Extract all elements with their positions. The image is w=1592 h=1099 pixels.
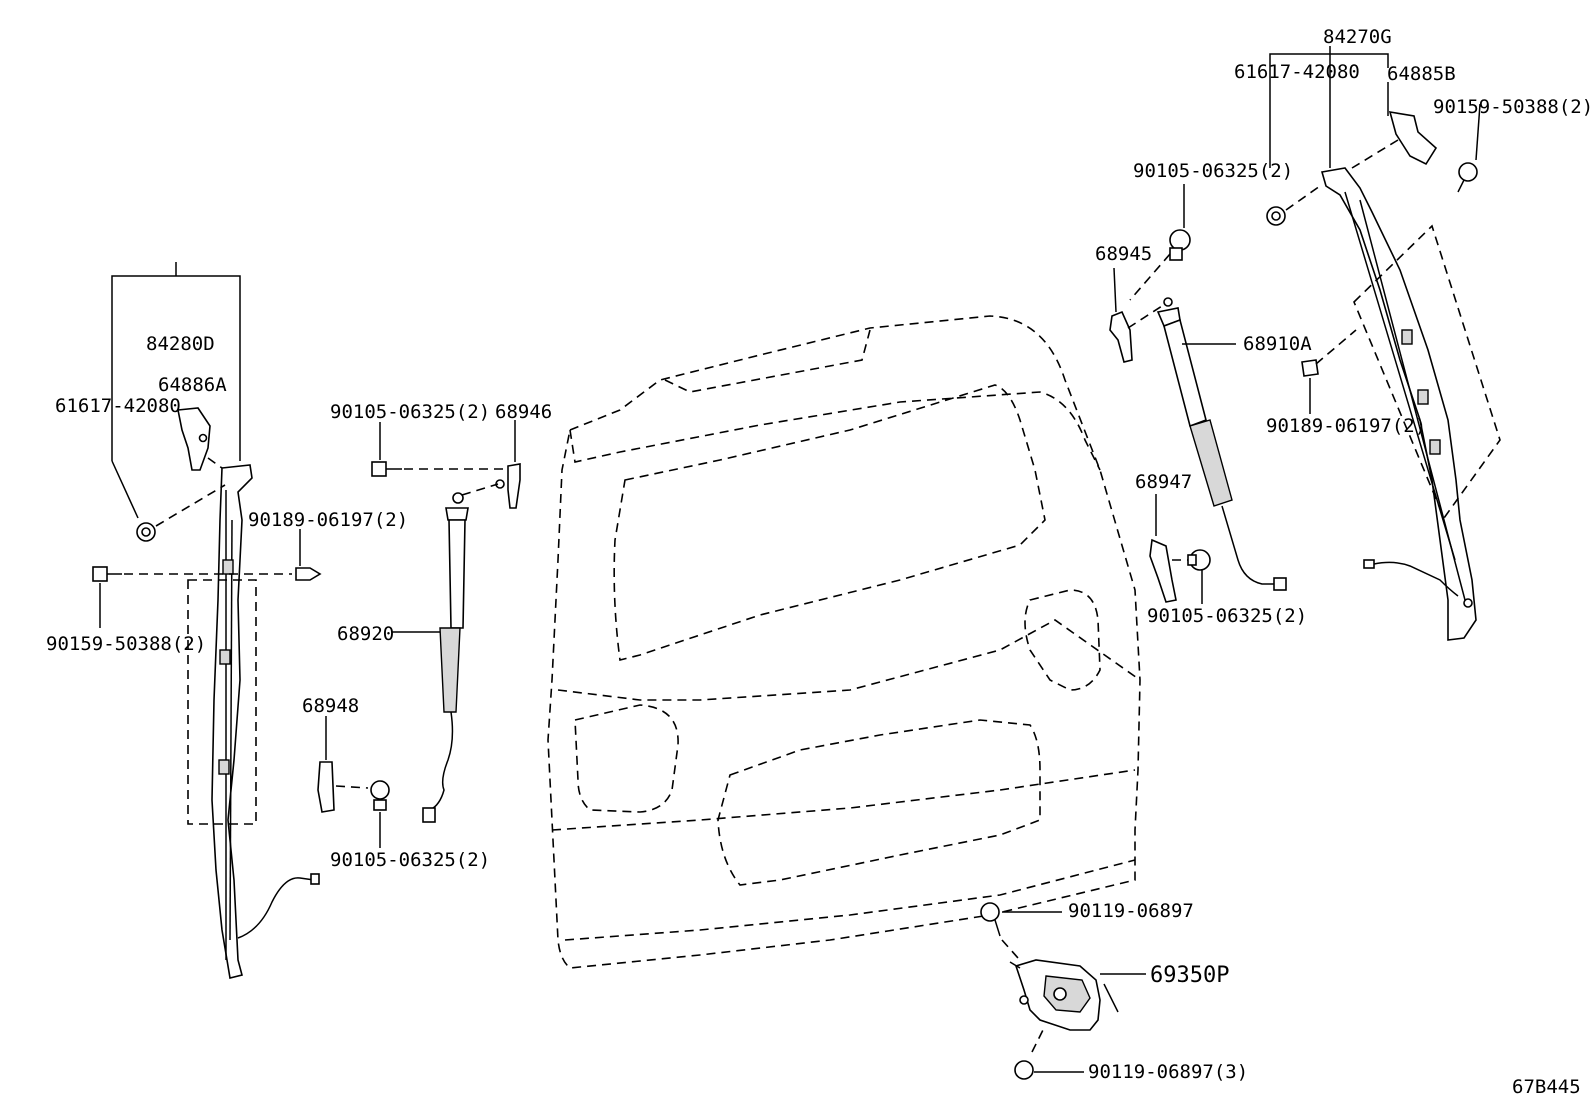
label-61617-42080-right: 61617-42080 [1234,61,1360,83]
figure-code: 67B445 [1512,1076,1581,1098]
nut-61617-left [111,460,226,542]
label-68948: 68948 [302,695,359,717]
bracket-84270G [1269,46,1389,168]
label-64886A: 64886A [158,374,227,396]
label-90189-06197-right: 90189-06197(2) [1266,415,1426,437]
left-spoiler-84280D [211,464,253,979]
left-spoiler-dashed-region [187,579,257,825]
label-90105-06325-mid-right: 90105-06325(2) [1147,605,1307,627]
screw-90105-top-left [371,422,512,477]
label-90159-50388-right: 90159-50388(2) [1433,96,1592,118]
label-68947: 68947 [1135,471,1192,493]
label-64885B: 64885B [1387,63,1456,85]
label-90119-06897-3: 90119-06897(3) [1088,1061,1248,1083]
right-spoiler-dashed-region [1353,224,1501,520]
bracket-68947 [1149,494,1188,603]
label-90105-06325-bottom-left: 90105-06325(2) [330,849,490,871]
nut-61617-right [1266,185,1321,226]
bracket-68945 [1109,267,1163,363]
screw-90159-right [1457,103,1481,193]
label-90189-06197-left: 90189-06197(2) [248,509,408,531]
clip-90189-right [1301,329,1357,414]
label-68920: 68920 [337,623,394,645]
bolt-90105-mid-right [1187,549,1211,604]
label-90105-06325-top-left: 90105-06325(2) [330,401,490,423]
back-door-panel [547,315,1141,969]
label-90119-06897: 90119-06897 [1068,900,1194,922]
screw-90159-left [92,566,292,628]
label-90159-50388-left: 90159-50388(2) [46,633,206,655]
bracket-68948 [317,716,369,813]
label-84270G: 84270G [1323,26,1392,48]
bolt-90119-bottom [1014,1027,1084,1080]
label-68945: 68945 [1095,243,1152,265]
clip-90189-left [295,529,322,581]
part-64886A [177,407,223,471]
right-spoiler-84270G [1320,167,1477,641]
label-69350P: 69350P [1150,963,1229,988]
strut-68910A [1156,297,1287,591]
label-90105-06325-top-right: 90105-06325(2) [1133,160,1293,182]
right-spoiler-wire [1363,559,1459,597]
label-68910A: 68910A [1243,333,1312,355]
label-61617-42080-left: 61617-42080 [55,395,181,417]
strut-68920 [392,483,499,823]
bolt-90105-bottom-left [370,780,390,848]
bolt-90119-top [980,902,1062,959]
lock-assembly-69350P [1009,959,1146,1031]
label-84280D: 84280D [146,333,215,355]
label-68946: 68946 [495,401,552,423]
bracket-84280D [111,262,241,461]
bracket-68946 [495,420,521,509]
bolt-90105-top-right [1129,184,1191,301]
left-spoiler-wire [237,873,320,939]
part-64885B [1351,111,1438,169]
